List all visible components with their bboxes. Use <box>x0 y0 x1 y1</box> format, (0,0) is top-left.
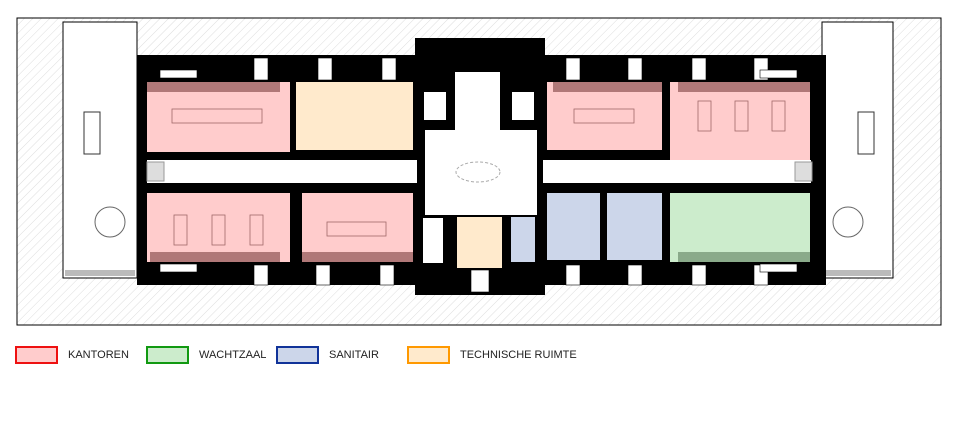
room-kantoren-s <box>302 193 413 262</box>
legend-label: TECHNISCHE RUIMTE <box>460 349 577 361</box>
legend-swatch-sanitair <box>276 346 319 364</box>
west-corridor <box>147 160 417 183</box>
floor-plan <box>16 17 942 326</box>
legend-technische-ruimte: TECHNISCHE RUIMTE <box>407 346 577 364</box>
room-sanitair-c <box>511 217 535 262</box>
legend-label: KANTOREN <box>68 349 129 361</box>
room-kantoren-ne <box>547 82 662 150</box>
left-stair-spiral <box>94 206 126 238</box>
room-technisch-n <box>296 82 413 150</box>
room-wachtzaal <box>670 193 810 262</box>
room-sanitair-1 <box>547 193 600 260</box>
east-corridor <box>543 160 811 183</box>
legend-kantoren: KANTOREN <box>15 346 129 364</box>
room-kantoren-e <box>670 82 810 160</box>
legend-swatch-kantoren <box>15 346 58 364</box>
room-kantoren-sw <box>147 193 290 262</box>
legend-wachtzaal: WACHTZAAL <box>146 346 266 364</box>
legend-label: WACHTZAAL <box>199 349 267 361</box>
right-stair-spiral <box>832 206 864 238</box>
room-sanitair-2 <box>607 193 662 260</box>
legend-swatch-wachtzaal <box>146 346 189 364</box>
legend-swatch-technisch <box>407 346 450 364</box>
central-hall <box>425 130 537 215</box>
room-kantoren-nw <box>147 82 290 152</box>
legend-sanitair: SANITAIR <box>276 346 379 364</box>
furniture <box>171 100 786 246</box>
legend-label: SANITAIR <box>329 349 379 361</box>
room-technisch-c <box>457 217 502 268</box>
